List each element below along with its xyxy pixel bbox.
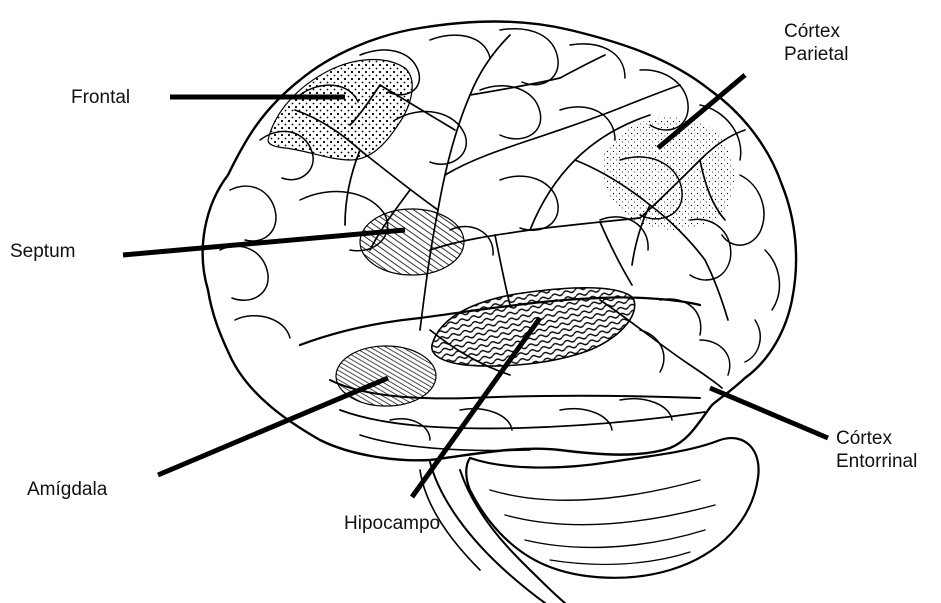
label-cortex-parietal-line1: Córtex [784,20,848,43]
label-frontal: Frontal [71,86,130,109]
label-cortex-entorrinal-line1: Córtex [836,427,917,450]
label-cortex-entorrinal: Córtex Entorrinal [836,427,917,473]
frontal-region [268,60,412,160]
cerebellum-outline [466,438,758,578]
entorhinal-leader [710,388,828,438]
amygdala-region [336,346,436,406]
amygdala-leader [158,378,388,475]
label-septum: Septum [10,240,75,263]
label-cortex-parietal-line2: Parietal [784,43,848,66]
label-amigdala: Amígdala [27,478,107,501]
label-cortex-parietal: Córtex Parietal [784,20,848,66]
septum-region [360,209,464,275]
label-cortex-entorrinal-line2: Entorrinal [836,450,917,473]
parietal-cortex-region [602,117,734,230]
label-hipocampo: Hipocampo [344,512,440,535]
brainstem-outline [460,470,565,603]
